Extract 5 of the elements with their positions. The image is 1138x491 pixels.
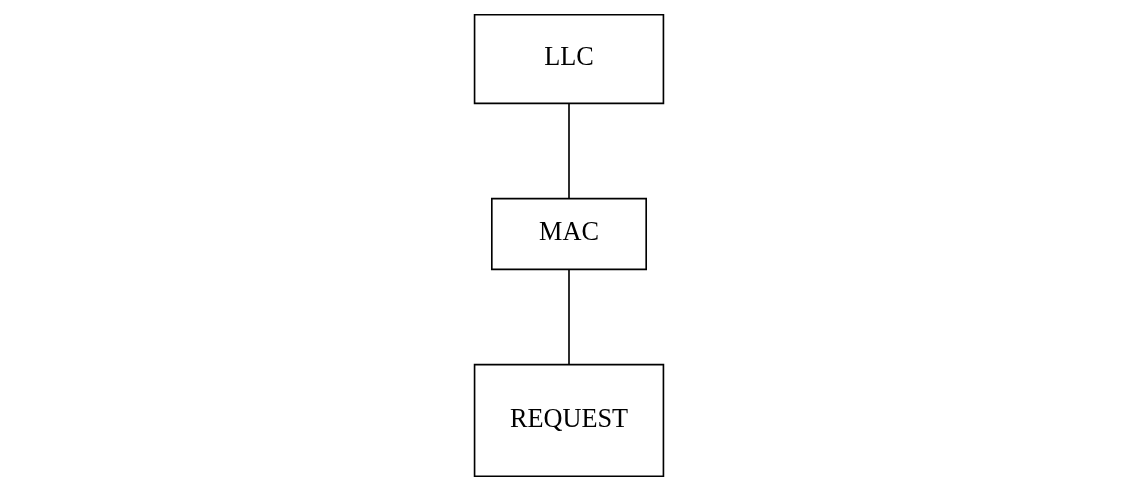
node-box: MAC	[491, 197, 647, 271]
connector	[568, 102, 570, 200]
connector	[568, 268, 570, 365]
node-box: REQUEST	[473, 363, 665, 478]
node-box: LLC	[473, 13, 665, 105]
